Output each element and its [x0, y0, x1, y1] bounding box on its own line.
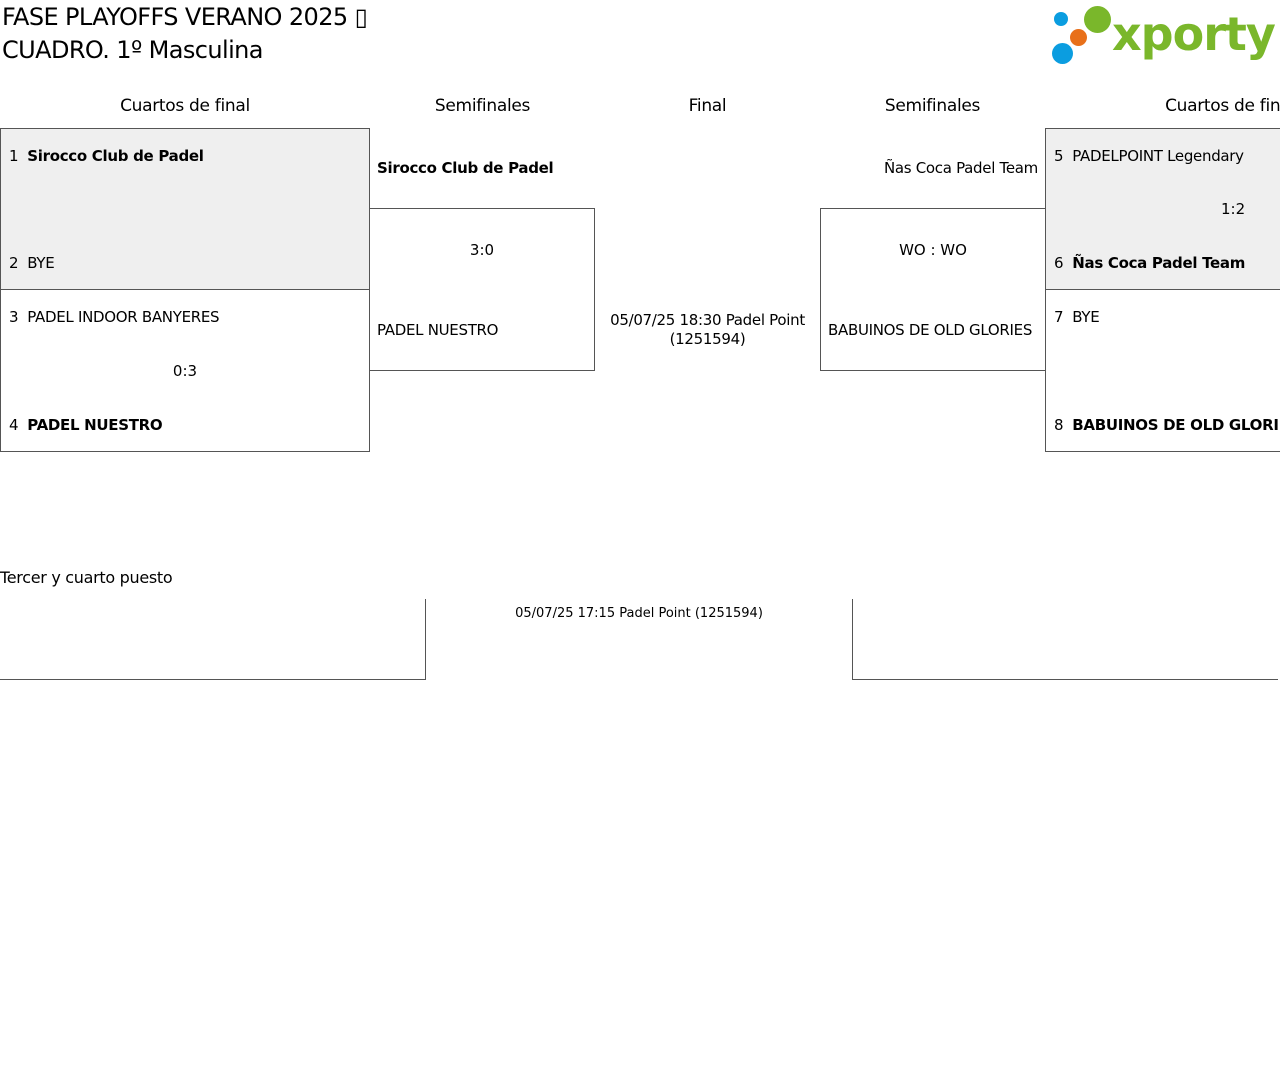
- round-header-right-quarterfinals: Cuartos de final: [1045, 95, 1280, 117]
- left-sf-team1: Sirocco Club de Padel: [377, 159, 554, 177]
- seed-number: 5: [1054, 147, 1064, 165]
- left-sf-score: 3:0: [469, 241, 495, 259]
- seed-number: 1: [9, 147, 19, 165]
- right-qf-match-1[interactable]: 5 PADELPOINT Legendary 1:2 6 Ñas Coca Pade…: [1045, 128, 1280, 290]
- logo-dot-orange: [1070, 29, 1087, 46]
- logo-dot-blue-small: [1054, 12, 1068, 26]
- right-qf-m2-team1: 7 BYE: [1054, 307, 1100, 327]
- right-qf-match-2[interactable]: 7 BYE 8 BABUINOS DE OLD GLORIES: [1045, 289, 1280, 452]
- left-qf-m2-team1: 3 PADEL INDOOR BANYERES: [9, 307, 220, 327]
- seed-number: 2: [9, 254, 19, 272]
- page-title-line1: FASE PLAYOFFS VERANO 2025 ▯: [2, 3, 368, 31]
- seed-number: 4: [9, 416, 19, 434]
- team-name: PADELPOINT Legendary: [1072, 147, 1244, 165]
- right-qf-m1-team1: 5 PADELPOINT Legendary: [1054, 146, 1244, 166]
- left-sf-match[interactable]: 3:0 PADEL NUESTRO: [369, 208, 595, 371]
- left-qf-match-1[interactable]: 1 Sirocco Club de Padel 2 BYE: [0, 128, 370, 290]
- right-sf-score: WO : WO: [899, 241, 967, 259]
- logo-wordmark: xporty: [1112, 7, 1276, 61]
- right-qf-m2-team2: 8 BABUINOS DE OLD GLORIES: [1054, 415, 1280, 435]
- right-qf-m1-team2: 6 Ñas Coca Padel Team: [1054, 253, 1245, 273]
- round-header-right-semifinals: Semifinales: [884, 96, 981, 116]
- round-header-left-semifinals: Semifinales: [434, 96, 531, 116]
- third-place-match-info: 05/07/25 17:15 Padel Point (1251594): [515, 606, 763, 621]
- left-qf-m2-score: 0:3: [172, 362, 198, 380]
- left-qf-m1-team2: 2 BYE: [9, 253, 55, 273]
- third-place-label: Tercer y cuarto puesto: [0, 568, 173, 587]
- third-place-left-slot[interactable]: [0, 599, 426, 680]
- right-sf-match[interactable]: WO : WO BABUINOS DE OLD GLORIES: [820, 208, 1046, 371]
- seed-number: 6: [1054, 254, 1064, 272]
- team-name: BYE: [27, 254, 55, 272]
- third-place-right-slot[interactable]: [852, 599, 1278, 680]
- left-sf-team2: PADEL NUESTRO: [377, 321, 499, 339]
- final-match-info: 05/07/25 18:30 Padel Point (1251594): [610, 311, 805, 348]
- team-name: Sirocco Club de Padel: [27, 147, 204, 165]
- round-header-final: Final: [688, 96, 727, 116]
- team-name: PADEL INDOOR BANYERES: [27, 308, 220, 326]
- seed-number: 3: [9, 308, 19, 326]
- seed-number: 8: [1054, 416, 1064, 434]
- team-name: BYE: [1072, 308, 1100, 326]
- left-qf-m1-team1: 1 Sirocco Club de Padel: [9, 146, 204, 166]
- round-header-left-quarterfinals: Cuartos de final: [120, 96, 250, 116]
- right-sf-team1: Ñas Coca Padel Team: [883, 159, 1038, 177]
- team-name: Ñas Coca Padel Team: [1072, 254, 1246, 272]
- round-header-right-quarterfinals-text: Cuartos de final: [1165, 96, 1280, 116]
- left-qf-match-2[interactable]: 3 PADEL INDOOR BANYERES 0:3 4 PADEL NUESTR…: [0, 289, 370, 452]
- team-name: BABUINOS DE OLD GLORIES: [1072, 416, 1280, 434]
- right-qf-m1-score: 1:2: [1221, 200, 1246, 218]
- left-qf-m2-team2: 4 PADEL NUESTRO: [9, 415, 163, 435]
- logo-dot-blue-large: [1052, 43, 1073, 64]
- logo-dot-green: [1084, 6, 1111, 33]
- page-title-line2: CUADRO. 1º Masculina: [2, 36, 263, 64]
- seed-number: 7: [1054, 308, 1064, 326]
- xporty-logo: xporty: [1050, 4, 1276, 68]
- team-name: PADEL NUESTRO: [27, 416, 163, 434]
- right-sf-team2: BABUINOS DE OLD GLORIES: [828, 321, 1033, 339]
